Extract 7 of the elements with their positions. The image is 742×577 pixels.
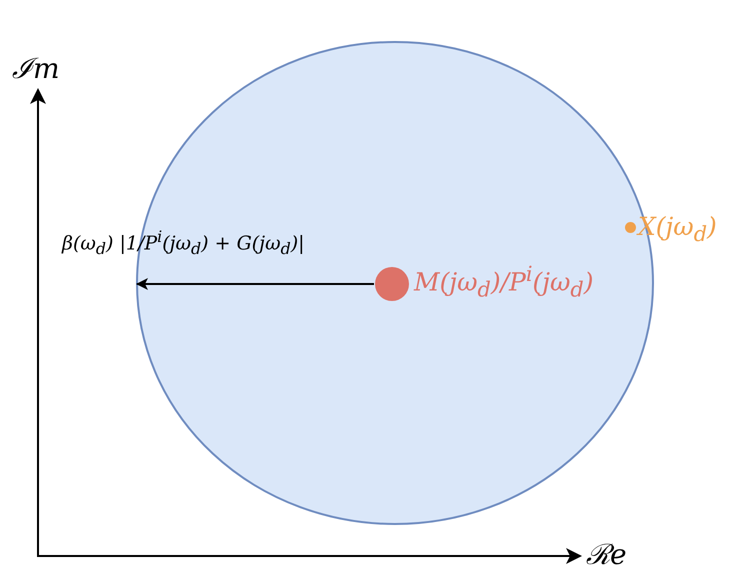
radius-arrow: [136, 278, 374, 290]
axis-label: ℐm: [12, 51, 60, 86]
point-label: M(jω$_{d}$)/P$^{i}$(jω$_{d}$): [414, 262, 594, 302]
axis-label: ℛe: [586, 537, 627, 572]
edge-label: β(ω$_{d}$) |1/P$^{i}$(jω$_{d}$) + G(jω$_{d}$)|: [62, 227, 305, 258]
center-point: [375, 267, 409, 301]
point-marker: [625, 222, 636, 233]
